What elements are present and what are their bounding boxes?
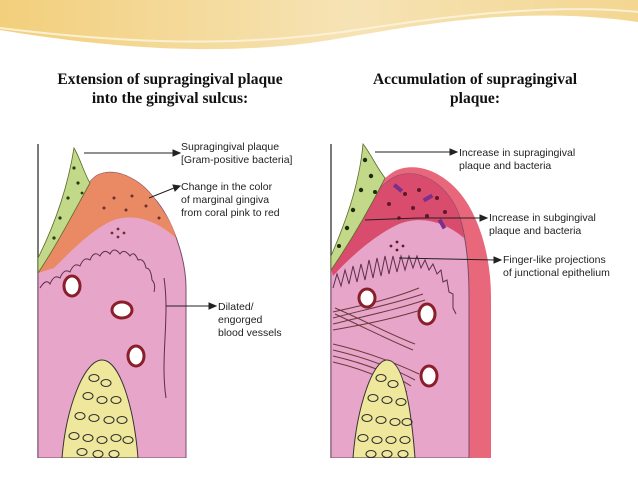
label-line: Dilated/ xyxy=(218,301,254,313)
connective-line xyxy=(163,277,167,399)
bacteria-dots xyxy=(102,194,161,239)
label-color-change: Change in the color of marginal gingiva … xyxy=(181,181,280,219)
label-line: blood vessels xyxy=(218,327,282,339)
label-line: Change in the color xyxy=(181,181,273,193)
label-line: Finger-like projections xyxy=(503,254,606,266)
inflamed-margin xyxy=(38,172,176,273)
label-line: [Gram-positive bacteria] xyxy=(181,154,293,166)
label-line: plaque and bacteria xyxy=(489,225,581,237)
finger-like-projections xyxy=(332,254,457,315)
label-line: Increase in supragingival xyxy=(459,147,575,159)
label-line: of marginal gingiva xyxy=(181,194,269,206)
label-increase-subgingival: Increase in subgingival plaque and bacte… xyxy=(489,212,599,237)
label-line: Supragingival plaque xyxy=(181,141,279,153)
label-line: of junctional epithelium xyxy=(503,267,610,279)
label-line: Increase in subgingival xyxy=(489,212,596,224)
label-finger-like-projections: Finger-like projections of junctional ep… xyxy=(503,254,610,279)
plaque-dots xyxy=(52,166,84,240)
inflamed-zone xyxy=(331,173,464,276)
heading-right: Accumulation of supragingival plaque: xyxy=(372,71,578,107)
label-line: plaque and bacteria xyxy=(459,160,551,172)
blood-vessels xyxy=(62,274,146,368)
alveolar-bone xyxy=(61,359,139,458)
bone-pattern xyxy=(357,373,413,458)
supragingival-plaque xyxy=(37,146,91,275)
label-arrows xyxy=(84,149,218,310)
diagram-left: Supragingival plaque [Gram-positive bact… xyxy=(14,138,314,458)
label-line: from coral pink to red xyxy=(181,207,280,219)
junctional-epithelium xyxy=(39,249,156,293)
label-arrows xyxy=(364,148,503,264)
plaque-dots xyxy=(337,157,377,248)
label-line: engorged xyxy=(218,314,263,326)
diagram-right: Increase in supragingival plaque and bac… xyxy=(319,138,619,458)
label-increase-supragingival: Increase in supragingival plaque and bac… xyxy=(459,147,578,172)
heading-left: Extension of supragingival plaque into t… xyxy=(57,71,283,107)
blood-vessels xyxy=(357,287,439,388)
label-supragingival-plaque: Supragingival plaque [Gram-positive bact… xyxy=(181,141,293,166)
bone-pattern xyxy=(68,373,134,458)
decorative-banner xyxy=(0,0,638,56)
label-blood-vessels: Dilated/ engorged blood vessels xyxy=(218,301,282,339)
